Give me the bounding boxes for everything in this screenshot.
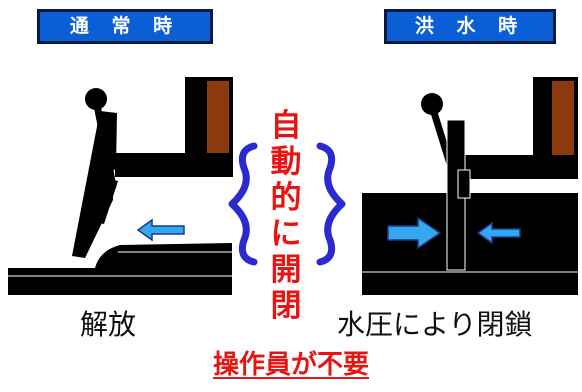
upper-sill-left xyxy=(115,153,233,177)
closed-state-caption: 水圧により閉鎖 xyxy=(337,308,533,341)
center-braces xyxy=(228,142,346,266)
vertical-char: 閉 xyxy=(270,288,302,324)
left-brace xyxy=(228,142,258,266)
automatic-open-close-label: 自 動 的 に 開 閉 xyxy=(266,108,306,324)
vertical-char: 動 xyxy=(270,144,302,180)
water-pressure-arrow xyxy=(387,216,442,250)
flood-time-badge: 洪 水 時 xyxy=(384,9,556,44)
vertical-char: に xyxy=(270,216,302,252)
vertical-char: 的 xyxy=(270,180,302,216)
open-state-caption: 解放 xyxy=(80,308,137,341)
hinge-knob-right xyxy=(421,93,443,115)
normal-gate-diagram xyxy=(8,77,233,295)
vertical-char: 開 xyxy=(270,252,302,288)
normal-time-badge: 通 常 時 xyxy=(37,9,213,44)
wood-panel-right xyxy=(552,81,574,156)
floor-right xyxy=(362,193,578,295)
no-operator-text: 操作員が不要 xyxy=(212,350,369,380)
wood-panel-left xyxy=(207,81,229,153)
flow-arrow-left xyxy=(136,218,185,242)
hinge-knob-left xyxy=(85,88,107,110)
flood-time-title: 洪 水 時 xyxy=(414,15,526,37)
gate-hinge-block-right xyxy=(457,169,471,199)
normal-time-title: 通 常 時 xyxy=(69,15,181,37)
upper-sill-right xyxy=(462,155,578,179)
gate-leaf-open xyxy=(72,111,117,258)
counter-flow-arrow xyxy=(476,221,521,245)
vertical-char: 自 xyxy=(270,108,302,144)
no-operator-note: 操作員が不要 xyxy=(0,344,582,381)
flood-gate-diagram xyxy=(362,77,578,295)
floor-left xyxy=(8,243,232,295)
gate-hinge-block-left xyxy=(91,178,118,224)
right-brace xyxy=(316,142,346,266)
